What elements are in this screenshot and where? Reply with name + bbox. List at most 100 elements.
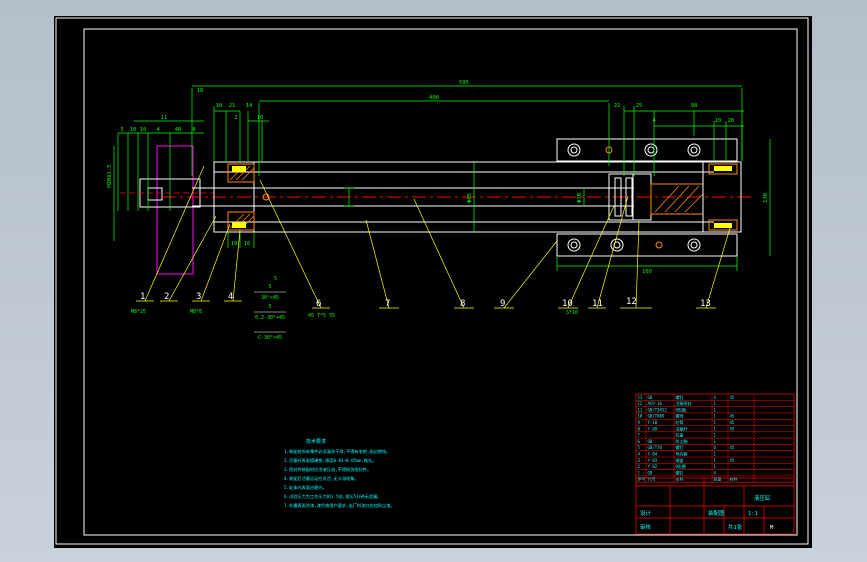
- parts-row-13-code: GB: [648, 395, 653, 400]
- dim-18: 18: [197, 88, 204, 94]
- parts-row-6-name: 防尘圈: [676, 438, 688, 444]
- note-line-7: 7.外露表面涂漆,漆色按用户要求,出厂时油口应加防尘堵。: [284, 502, 395, 509]
- part-label-3: 3: [196, 292, 201, 302]
- parts-row-2-name: O形圈: [676, 463, 686, 469]
- parts-row-10-no: 10: [638, 414, 643, 419]
- note-line-5: 5.缸体内表面应磨光。: [284, 484, 327, 491]
- parts-row-4-code: Y-04: [648, 452, 658, 457]
- part-label-9: 9: [500, 299, 505, 309]
- parts-row-5-code: GB/T70: [648, 445, 663, 450]
- parts-row-6-code: GB: [648, 439, 653, 444]
- parts-row-1-no: 1: [638, 470, 641, 475]
- dim-98: 98: [691, 103, 698, 109]
- chamfer-3: C-30°×45: [258, 335, 282, 341]
- part-sub-10: S*10: [566, 310, 578, 316]
- dim-left-8: 8: [192, 127, 195, 133]
- parts-row-7-no: 7: [638, 433, 641, 438]
- parts-row-3-code: Y-03: [648, 458, 658, 463]
- title-name: 液压缸: [754, 494, 771, 502]
- dim-130: 130: [763, 193, 769, 203]
- parts-row-1-code: GB: [648, 470, 653, 475]
- parts-row-9-code: Y-10: [648, 420, 658, 425]
- note-line-4: 4.装配后活塞运动应灵活,无卡滞现象。: [284, 475, 359, 482]
- parts-row-13-mat: 45: [730, 395, 735, 400]
- parts-row-10-qty: 1: [714, 414, 717, 419]
- title-block-text: 液压缸 装配图 1:1 共1张 设计 审核 M: [640, 494, 774, 531]
- dim-16: 16: [244, 241, 251, 247]
- part-label-6: 6: [316, 299, 321, 309]
- parts-row-2-code: Y-02: [648, 464, 658, 469]
- dim-22: 22: [614, 103, 621, 109]
- dim-thread: M20X1.5: [107, 164, 113, 187]
- parts-header-name: 名称: [676, 476, 684, 482]
- note-line-1: 1.装配前所有零件必须清洗干净,不得有毛刺,锐边倒钝。: [284, 448, 390, 455]
- parts-row-9-name: 缸筒: [676, 419, 684, 425]
- part-label-12: 12: [626, 297, 637, 307]
- note-line-2: 2.活塞杆表面镀硬铬,厚度0.03~0.05mm,抛光。: [284, 457, 376, 464]
- parts-row-9-mat: 45: [730, 420, 735, 425]
- parts-row-3-qty: 1: [714, 458, 717, 463]
- dim-left-10: 10: [130, 127, 137, 133]
- chamfer-2: 5: [268, 304, 271, 310]
- parts-row-10-code: GB/T889: [648, 414, 665, 419]
- dim-4: 4: [652, 118, 656, 124]
- inner-border: [83, 28, 798, 536]
- part-label-8: 8: [460, 299, 465, 309]
- part-sub-1: M8*25: [131, 309, 146, 315]
- cad-drawing: 595 400 18 10 21 14 2 10 22 25 98 4 10 2…: [55, 17, 809, 545]
- dim-11: 11: [161, 115, 168, 121]
- title-checker: 审核: [640, 523, 652, 531]
- parts-row-9-no: 9: [638, 420, 641, 425]
- parts-row-10-name: 螺母: [676, 413, 684, 419]
- parts-row-8-no: 8: [638, 426, 641, 431]
- rod-end-flange: [156, 145, 194, 275]
- parts-row-4-qty: 1: [714, 452, 717, 457]
- note-line-3: 3.密封件装配时应涂液压油,不得损伤密封件。: [284, 466, 371, 473]
- dim-left-40: 40: [175, 127, 182, 133]
- part-label-2: 2: [164, 292, 169, 302]
- parts-row-12-no: 12: [638, 401, 643, 406]
- chamfer-1b: 30°×45: [261, 295, 279, 301]
- parts-row-6-no: 6: [638, 439, 641, 444]
- title-block: [635, 477, 795, 535]
- parts-row-10-mat: 45: [730, 414, 735, 419]
- part-sub-6: 45 T*5 55: [308, 313, 335, 319]
- parts-row-3-no: 3: [638, 458, 641, 463]
- parts-row-2-no: 2: [638, 464, 641, 469]
- part-sub-3: M8*8: [190, 309, 202, 315]
- parts-row-11-no: 11: [638, 407, 643, 412]
- dim-stroke: 400: [429, 95, 439, 101]
- dim-left-4: 4: [156, 127, 160, 133]
- dimension-texts: 595 400 18 10 21 14 2 10 22 25 98 4 10 2…: [107, 80, 769, 275]
- dim-160: 160: [642, 269, 652, 275]
- parts-row-12-name: 活塞密封: [676, 400, 692, 406]
- part-label-4: 4: [228, 292, 233, 302]
- dim-rod: Φ70: [577, 193, 583, 203]
- parts-row-8-qty: 1: [714, 426, 717, 431]
- dim-overall: 595: [459, 80, 469, 86]
- gland-block: [213, 161, 270, 233]
- dim-2: 2: [234, 115, 237, 121]
- part-label-11: 11: [592, 299, 603, 309]
- rod-end-bore: [147, 187, 163, 201]
- parts-row-7-qty: 1: [714, 433, 717, 438]
- dim-21: 21: [229, 103, 236, 109]
- parts-row-1-qty: 4: [714, 470, 717, 475]
- title-mark: M: [770, 525, 774, 531]
- title-sheet: 共1张: [728, 523, 743, 531]
- parts-row-3-name: 端盖: [676, 457, 684, 463]
- parts-row-4-name: 导向套: [676, 451, 688, 457]
- parts-header-no: 序号: [638, 476, 646, 482]
- drawing-canvas[interactable]: 595 400 18 10 21 14 2 10 22 25 98 4 10 2…: [54, 16, 812, 548]
- title-drawing-no: 装配图: [708, 509, 725, 517]
- dim-bore: Φ85: [467, 193, 473, 203]
- parts-row-2-qty: 1: [714, 464, 717, 469]
- parts-row-8-code: Y-09: [648, 426, 658, 431]
- rear-cap: [556, 138, 742, 257]
- dim-left-10b: 10: [140, 127, 147, 133]
- parts-row-13-qty: 4: [714, 395, 717, 400]
- title-designer: 设计: [640, 509, 652, 517]
- parts-row-11-qty: 1: [714, 407, 717, 412]
- leader-lines: [136, 165, 731, 309]
